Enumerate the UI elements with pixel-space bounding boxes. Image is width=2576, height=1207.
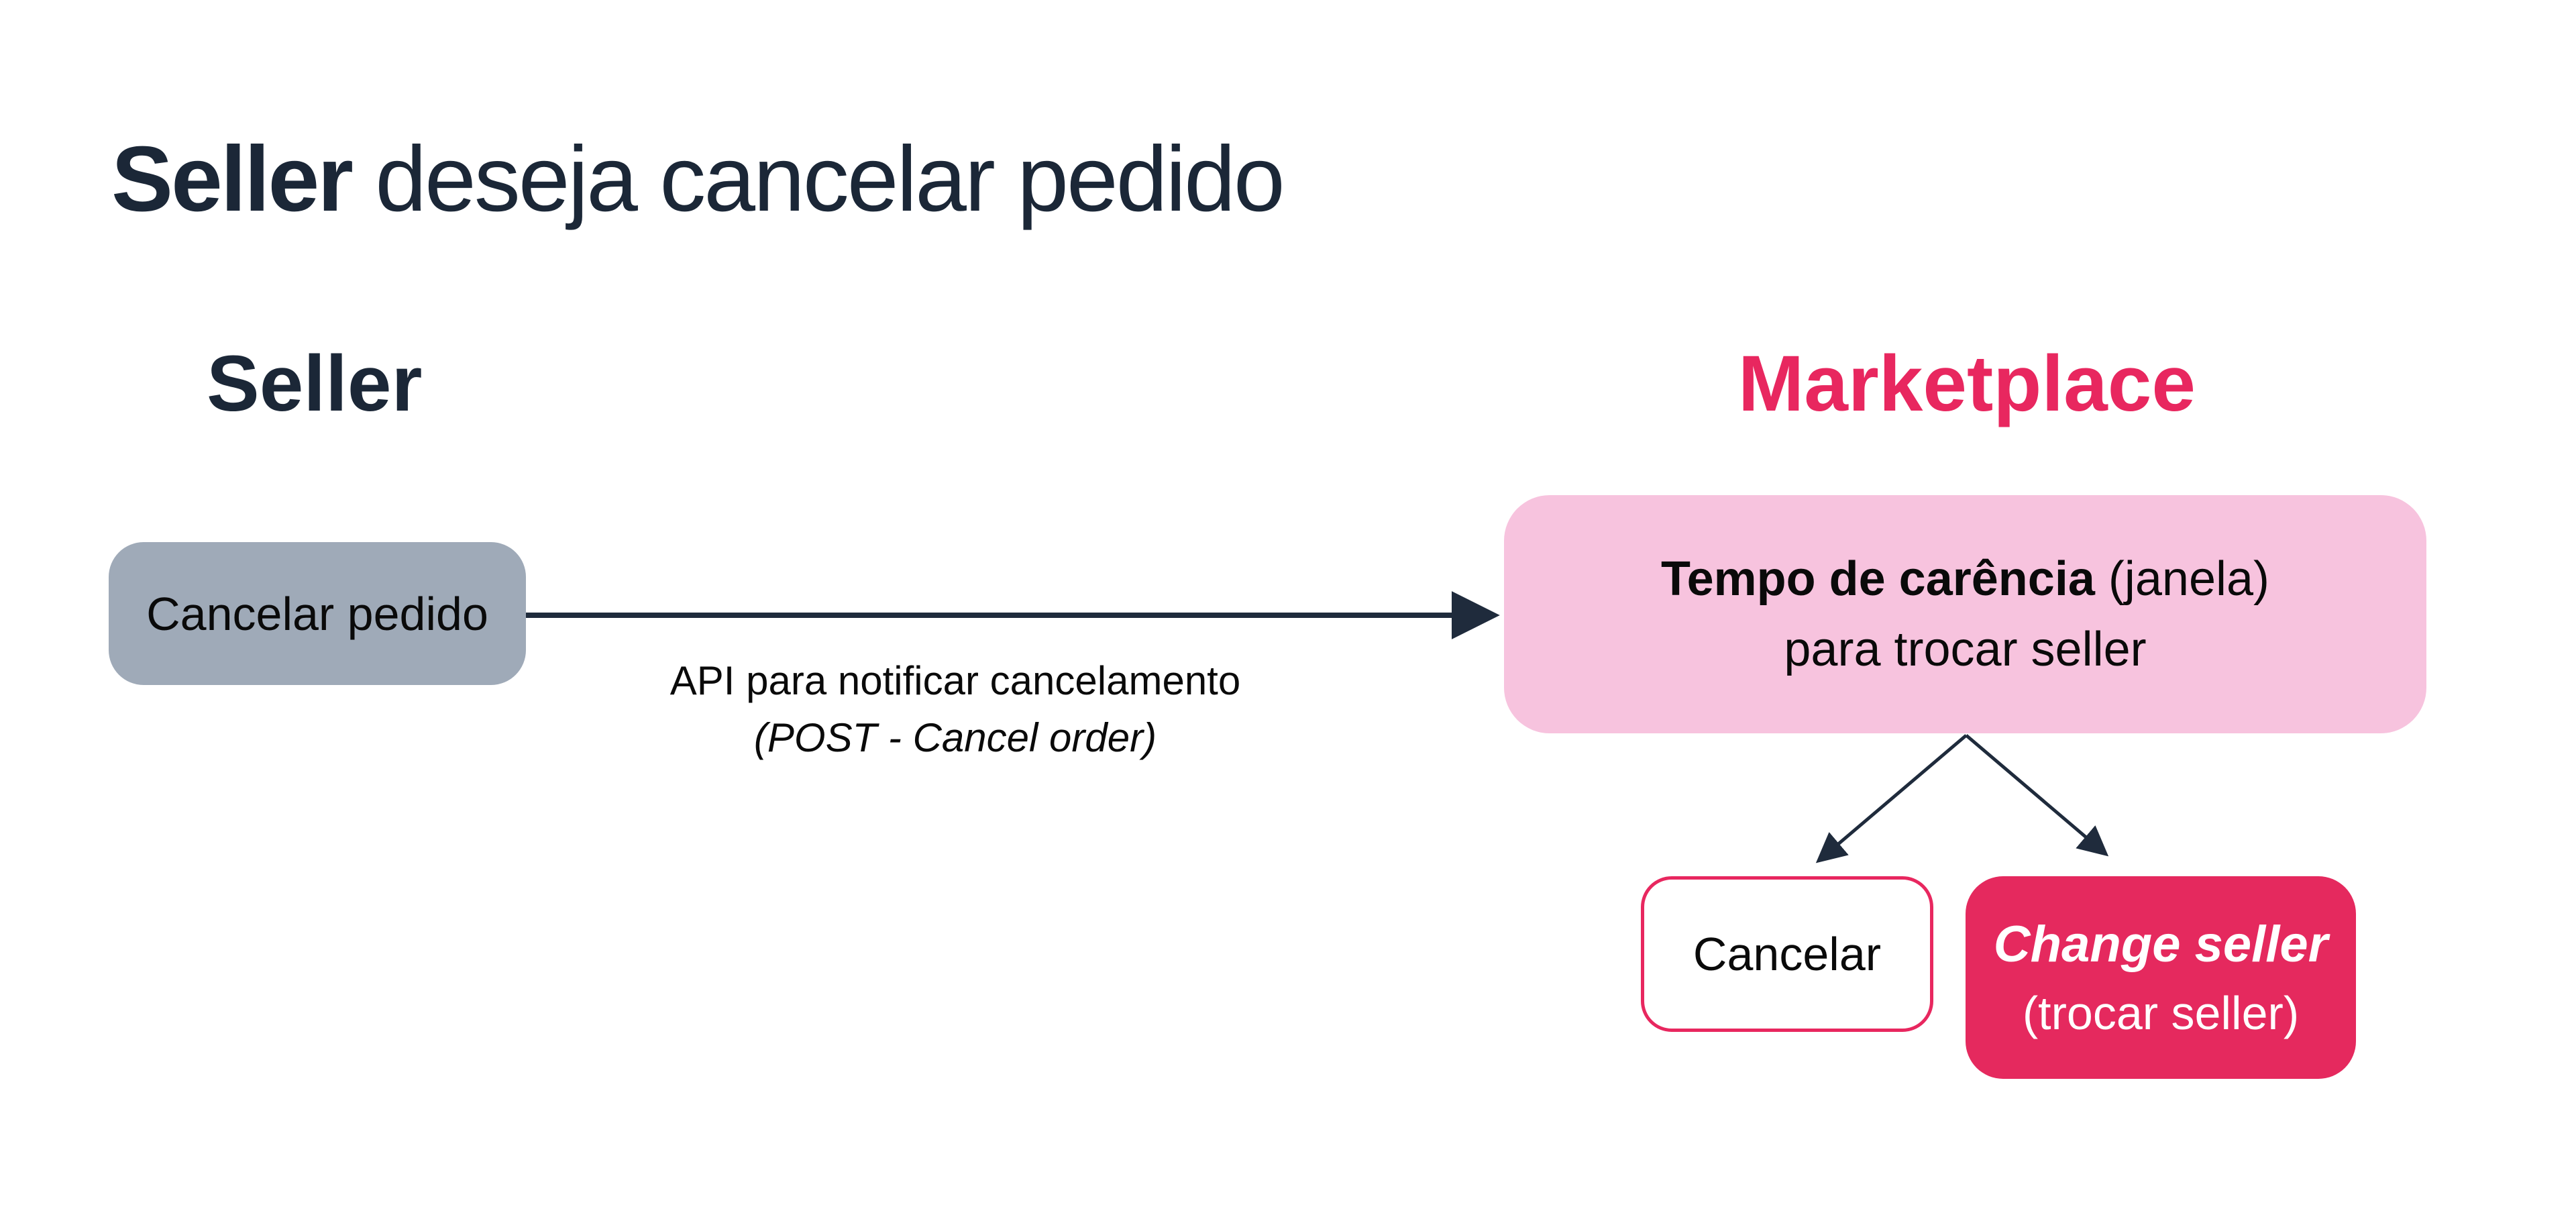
node-cancelar-pedido-label: Cancelar pedido xyxy=(146,587,488,640)
node-tempo-de-carencia-line2: para trocar seller xyxy=(1784,622,2147,676)
edge-label-api: API para notificar cancelamento (POST - … xyxy=(620,652,1291,766)
arrow-down-left-to-cancel-icon xyxy=(1815,734,1968,863)
node-change-seller-line1: Change seller xyxy=(1993,915,2328,973)
arrow-down-right-to-change-seller-icon xyxy=(1965,734,2109,857)
node-tempo-de-carencia-line1-bold: Tempo de carência xyxy=(1660,552,2095,607)
lane-header-marketplace: Marketplace xyxy=(1737,339,2196,428)
node-cancelar-option-label: Cancelar xyxy=(1693,928,1882,980)
edge-label-api-line2: (POST - Cancel order) xyxy=(753,715,1157,761)
page-title-rest: deseja cancelar pedido xyxy=(375,127,1285,231)
page-title: Seller deseja cancelar pedido xyxy=(111,127,1285,231)
lane-header-seller: Seller xyxy=(207,339,423,428)
node-change-seller-line2: (trocar seller) xyxy=(2022,987,2300,1040)
node-cancelar-pedido: Cancelar pedido xyxy=(109,542,526,685)
node-cancelar-option: Cancelar xyxy=(1641,876,1933,1032)
node-tempo-de-carencia: Tempo de carência (janela) para trocar s… xyxy=(1504,495,2426,733)
page-title-highlight: Seller xyxy=(111,127,354,231)
node-change-seller: Change seller (trocar seller) xyxy=(1966,876,2356,1079)
node-tempo-de-carencia-line1: Tempo de carência (janela) xyxy=(1661,544,2269,614)
edge-label-api-line1: API para notificar cancelamento xyxy=(669,658,1241,703)
node-tempo-de-carencia-line1-rest: (janela) xyxy=(2108,552,2270,607)
